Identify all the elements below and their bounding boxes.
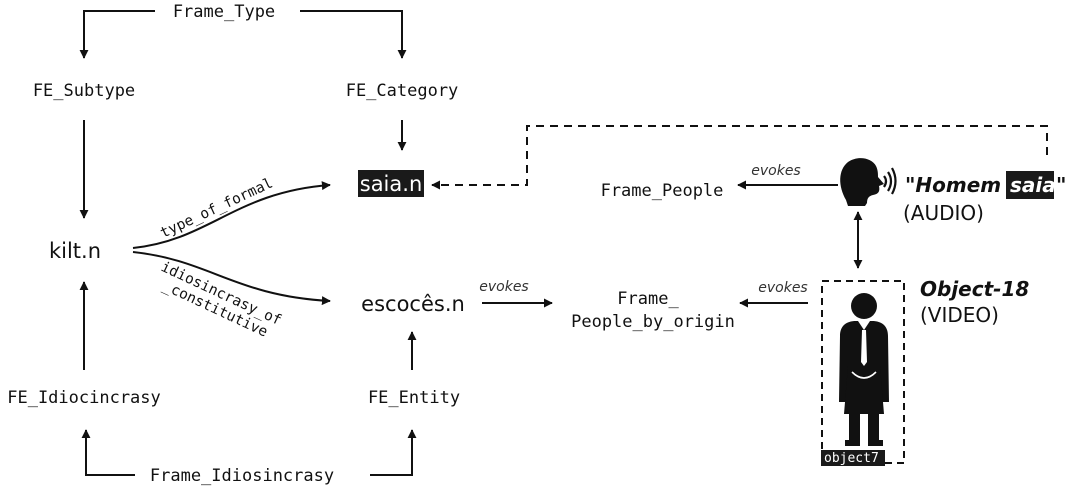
- edge-frameidio-feidio: [81, 429, 135, 476]
- label-evokes-escoces: evokes: [479, 279, 528, 295]
- node-frame-people: Frame_People: [601, 181, 724, 201]
- object-tag-bg: [821, 450, 885, 466]
- node-fe-entity: FE_Entity: [368, 388, 460, 408]
- node-frame-people-by-origin-line1: Frame_: [617, 289, 679, 309]
- audio-quote-highlight-bg: [1006, 171, 1054, 199]
- node-escoces: escocês.n: [361, 292, 465, 316]
- label-evokes-video: evokes: [758, 280, 807, 296]
- video-title: Object-18: [920, 277, 1029, 301]
- node-frame-idiosincrasy: Frame_Idiosincrasy: [150, 466, 334, 486]
- video-label: (VIDEO): [920, 303, 999, 327]
- label-evokes-audio: evokes: [751, 163, 800, 179]
- audio-label: (AUDIO): [903, 201, 984, 225]
- audio-block: "Homem de saia " (AUDIO): [840, 158, 1066, 225]
- man-in-kilt-icon: [839, 293, 889, 446]
- audio-quote-highlight: saia: [1010, 173, 1056, 197]
- nodes: Frame_Type FE_Subtype FE_Category saia.n…: [7, 2, 735, 486]
- node-saia: saia.n: [360, 172, 423, 196]
- node-fe-idiocincrasy: FE_Idiocincrasy: [7, 388, 161, 408]
- edge-audio-saia-dashed: [431, 125, 1048, 190]
- node-kilt: kilt.n: [49, 239, 101, 263]
- node-frame-type: Frame_Type: [173, 2, 275, 22]
- edge-frameidio-feentity: [370, 429, 417, 476]
- edge-kilt-saia: [132, 181, 331, 249]
- object-tag: object7: [824, 451, 879, 466]
- speaking-head-icon: [840, 158, 897, 206]
- video-block: object7 Object-18 (VIDEO): [821, 277, 1029, 466]
- edge-frametype-fecategory: [300, 10, 407, 59]
- connectors: [79, 10, 1048, 476]
- saia-highlight: [358, 170, 424, 197]
- node-frame-people-by-origin-line2: People_by_origin: [571, 312, 735, 332]
- label-type-of-formal: type_of_formal: [158, 175, 276, 241]
- node-fe-category: FE_Category: [346, 81, 459, 101]
- edge-kilt-escoces: [132, 251, 331, 306]
- edge-frametype-fesubtype: [79, 10, 155, 59]
- node-fe-subtype: FE_Subtype: [33, 81, 135, 101]
- audio-quote-end: ": [1056, 173, 1066, 197]
